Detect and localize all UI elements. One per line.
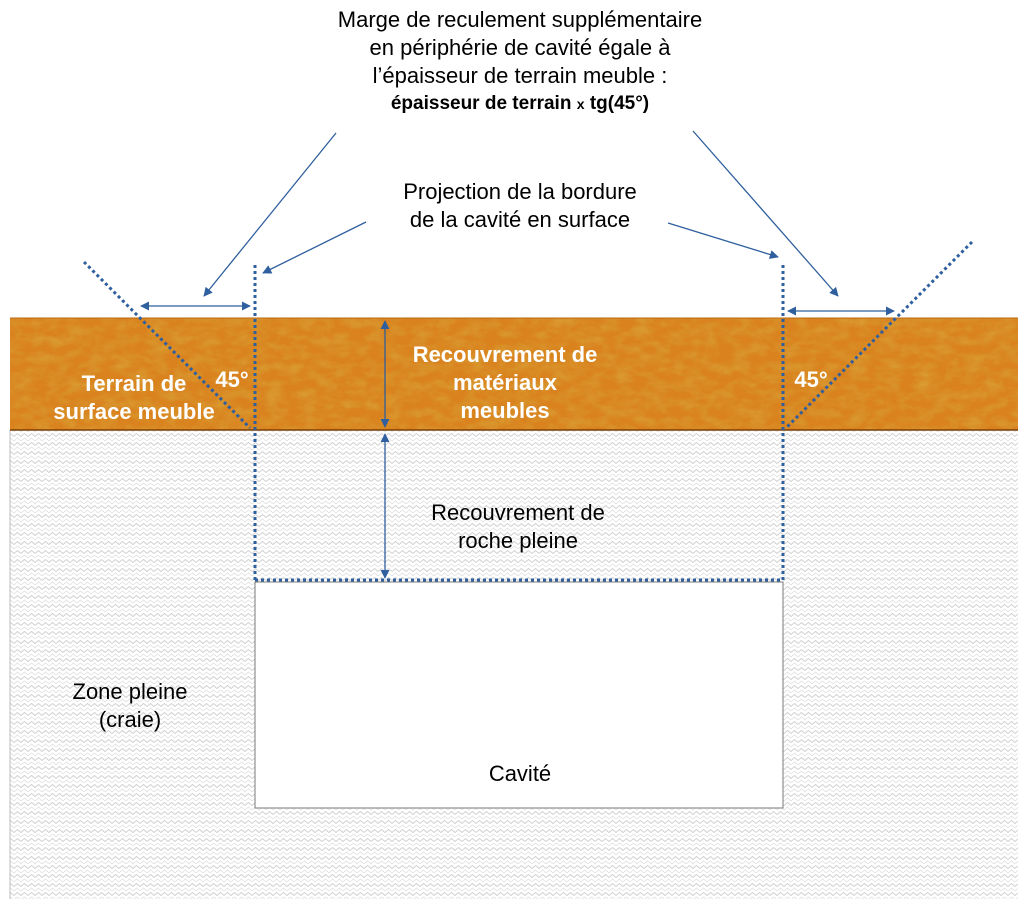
loose-soil-texture bbox=[10, 318, 1018, 430]
loose-cover-label: Recouvrement de matériaux meubles bbox=[380, 341, 630, 425]
loose-surface-line1: Terrain de bbox=[81, 371, 187, 396]
loose-cover-line2: matériaux bbox=[453, 370, 557, 395]
angle-45-lines bbox=[82, 240, 974, 430]
cavity-projection-lines bbox=[253, 265, 785, 582]
formula-part-b: tg(45°) bbox=[589, 93, 650, 114]
loose-surface-label: Terrain de surface meuble bbox=[24, 370, 244, 426]
angle-left-label: 45° bbox=[215, 367, 249, 392]
rock-cover-line1: Recouvrement de bbox=[431, 500, 605, 525]
chalk-zone-line1: Zone pleine bbox=[72, 679, 188, 704]
projection-label: Projection de la bordure de la cavité en… bbox=[360, 178, 680, 234]
cavity bbox=[254, 581, 784, 809]
setback-title-line2: en périphérie de cavité égale à bbox=[369, 35, 671, 60]
formula-part-a: épaisseur de terrain bbox=[390, 93, 572, 114]
arrow-title-right bbox=[692, 130, 839, 297]
arrow-projection-left bbox=[262, 221, 367, 274]
setback-title: Marge de reculement supplémentaire en pé… bbox=[270, 6, 770, 118]
setback-title-line3: l’épaisseur de terrain meuble : bbox=[372, 63, 668, 88]
loose-surface-line2: surface meuble bbox=[53, 399, 215, 424]
angle-right-label: 45° bbox=[794, 367, 828, 392]
loose-cover-line3: meubles bbox=[460, 398, 550, 423]
chalk-zone-label: Zone pleine (craie) bbox=[30, 678, 230, 734]
setback-title-line1: Marge de reculement supplémentaire bbox=[337, 7, 703, 32]
formula-multiply: x bbox=[576, 96, 585, 112]
arrow-title-left bbox=[203, 132, 337, 297]
chalk-zone-line2: (craie) bbox=[98, 707, 162, 732]
cavity-label: Cavité bbox=[488, 761, 552, 786]
projection-line1: Projection de la bordure bbox=[403, 179, 637, 204]
loose-cover-line1: Recouvrement de bbox=[412, 342, 598, 367]
setback-formula: épaisseur de terrain x tg(45°) bbox=[270, 90, 770, 118]
rock-cover-line2: roche pleine bbox=[458, 528, 578, 553]
projection-line2: de la cavité en surface bbox=[409, 207, 631, 232]
annotation-arrows bbox=[140, 130, 895, 579]
rock-cover-label: Recouvrement de roche pleine bbox=[398, 499, 638, 555]
arrow-projection-right bbox=[667, 222, 779, 259]
